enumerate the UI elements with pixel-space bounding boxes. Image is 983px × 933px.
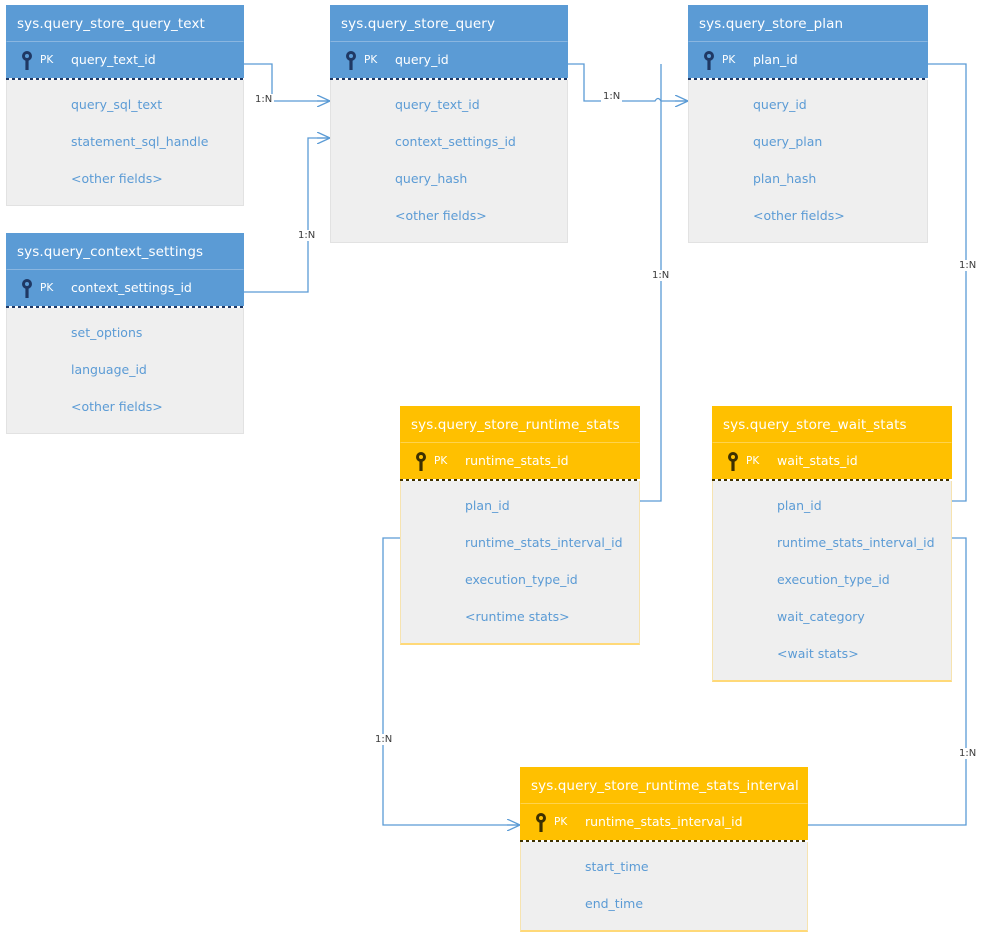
entity-pk-row[interactable]: PK context_settings_id (6, 270, 244, 306)
entity-field: query_sql_text (71, 97, 163, 112)
pk-badge: PK (364, 54, 378, 66)
entity-field-list: plan_id runtime_stats_interval_id execut… (712, 481, 952, 682)
relationship-label: 1:N (957, 748, 979, 759)
entity-pk-row[interactable]: PK runtime_stats_id (400, 443, 640, 479)
entity-query-store-runtime-stats-interval[interactable]: sys.query_store_runtime_stats_interval P… (520, 767, 808, 932)
entity-field: runtime_stats_interval_id (777, 535, 935, 550)
entity-pk-row[interactable]: PK plan_id (688, 42, 928, 78)
entity-field: plan_hash (753, 171, 817, 186)
entity-field: query_hash (395, 171, 468, 186)
pk-field-name: plan_id (753, 52, 798, 67)
pk-badge: PK (554, 816, 568, 828)
entity-field: <wait stats> (777, 646, 859, 661)
entity-query-store-plan[interactable]: sys.query_store_plan PK plan_id query_id… (688, 5, 928, 243)
entity-field: <other fields> (753, 208, 845, 223)
relationship-label: 1:N (373, 734, 395, 745)
pk-badge: PK (40, 54, 54, 66)
entity-title: sys.query_store_query (330, 5, 568, 42)
entity-field: language_id (71, 362, 147, 377)
entity-field: end_time (585, 896, 644, 911)
pk-field-name: context_settings_id (71, 280, 192, 295)
primary-key-icon (536, 813, 546, 832)
entity-title: sys.query_store_wait_stats (712, 406, 952, 443)
primary-key-icon (22, 279, 32, 298)
pk-field-name: runtime_stats_interval_id (585, 814, 743, 829)
connector-context-query (244, 138, 330, 293)
entity-query-context-settings[interactable]: sys.query_context_settings PK context_se… (6, 233, 244, 434)
entity-field: plan_id (777, 498, 822, 513)
entity-field: execution_type_id (465, 572, 578, 587)
pk-separator (6, 306, 244, 308)
relationship-label: 1:N (253, 94, 275, 105)
entity-pk-row[interactable]: PK wait_stats_id (712, 443, 952, 479)
pk-field-name: query_text_id (71, 52, 156, 67)
pk-badge: PK (722, 54, 736, 66)
entity-field: <other fields> (71, 171, 163, 186)
entity-field-list: start_time end_time (520, 842, 808, 932)
entity-field-list: plan_id runtime_stats_interval_id execut… (400, 481, 640, 645)
pk-separator (712, 479, 952, 481)
entity-title: sys.query_store_plan (688, 5, 928, 42)
relationship-label: 1:N (601, 91, 623, 102)
pk-field-name: wait_stats_id (777, 453, 858, 468)
pk-field-name: runtime_stats_id (465, 453, 569, 468)
entity-field-list: query_sql_text statement_sql_handle <oth… (6, 80, 244, 206)
relationship-label: 1:N (650, 270, 672, 281)
pk-separator (400, 479, 640, 481)
primary-key-icon (728, 452, 738, 471)
entity-query-store-query[interactable]: sys.query_store_query PK query_id query_… (330, 5, 568, 243)
pk-separator (520, 840, 808, 842)
primary-key-icon (22, 51, 32, 70)
entity-query-store-query-text[interactable]: sys.query_store_query_text PK query_text… (6, 5, 244, 206)
entity-field: wait_category (777, 609, 865, 624)
pk-field-name: query_id (395, 52, 449, 67)
pk-separator (688, 78, 928, 80)
entity-title: sys.query_context_settings (6, 233, 244, 270)
relationship-label: 1:N (296, 230, 318, 241)
entity-field: start_time (585, 859, 649, 874)
relationship-label: 1:N (957, 260, 979, 271)
pk-badge: PK (40, 282, 54, 294)
entity-field-list: query_text_id context_settings_id query_… (330, 80, 568, 243)
entity-field: plan_id (465, 498, 510, 513)
entity-field: <other fields> (71, 399, 163, 414)
entity-field: query_id (753, 97, 807, 112)
entity-field: query_plan (753, 134, 823, 149)
primary-key-icon (346, 51, 356, 70)
entity-title: sys.query_store_runtime_stats (400, 406, 640, 443)
entity-query-store-wait-stats[interactable]: sys.query_store_wait_stats PK wait_stats… (712, 406, 952, 682)
connector-query-plan (568, 63, 688, 101)
entity-field: <runtime stats> (465, 609, 570, 624)
entity-pk-row[interactable]: PK query_id (330, 42, 568, 78)
entity-title: sys.query_store_runtime_stats_interval (520, 767, 808, 804)
connector-plan-runtime (640, 64, 662, 501)
pk-separator (6, 78, 244, 80)
entity-field: execution_type_id (777, 572, 890, 587)
entity-pk-row[interactable]: PK runtime_stats_interval_id (520, 804, 808, 840)
pk-badge: PK (746, 455, 760, 467)
primary-key-icon (416, 452, 426, 471)
pk-separator (330, 78, 568, 80)
entity-title: sys.query_store_query_text (6, 5, 244, 42)
primary-key-icon (704, 51, 714, 70)
entity-field: statement_sql_handle (71, 134, 209, 149)
entity-field: context_settings_id (395, 134, 516, 149)
entity-field: runtime_stats_interval_id (465, 535, 623, 550)
entity-field-list: set_options language_id <other fields> (6, 308, 244, 434)
entity-field-list: query_id query_plan plan_hash <other fie… (688, 80, 928, 243)
entity-pk-row[interactable]: PK query_text_id (6, 42, 244, 78)
entity-field: set_options (71, 325, 143, 340)
pk-badge: PK (434, 455, 448, 467)
entity-field: <other fields> (395, 208, 487, 223)
entity-field: query_text_id (395, 97, 480, 112)
entity-query-store-runtime-stats[interactable]: sys.query_store_runtime_stats PK runtime… (400, 406, 640, 645)
